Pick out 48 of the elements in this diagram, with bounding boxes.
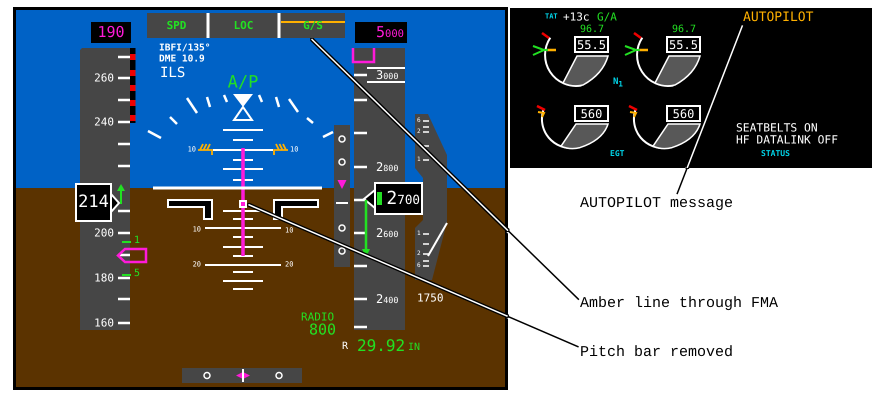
radio-altitude-value: 800 [309, 322, 336, 338]
altitude-scale-number: 2400 [376, 293, 398, 305]
gauge-label: N$_{1}$ [613, 78, 623, 88]
flight-display-panel [13, 7, 508, 390]
leader-line [676, 25, 744, 194]
radio-altitude-label: RADIO [301, 312, 334, 322]
selected-altitude-readout: 5000 [355, 22, 407, 43]
n1-target-value: 96.7 [580, 25, 604, 35]
n1-target-value: 96.7 [672, 25, 696, 35]
callout-text: Pitch bar removed [580, 344, 734, 360]
selected-speed-readout: 190 [91, 22, 131, 43]
altitude-scale-number: 2800 [376, 161, 398, 173]
approach-mode-text: ILS [160, 66, 186, 80]
engine-display-panel [510, 8, 872, 168]
speed-scale-number: 240 [94, 116, 114, 128]
speed-scale-number: 160 [94, 318, 114, 328]
leader-line [310, 38, 580, 300]
speed-scale-number: 200 [94, 228, 114, 238]
navaid-info-text: DME 10.9 [159, 54, 205, 64]
leader-line [248, 204, 579, 348]
status-message: SEATBELTS ON [736, 122, 818, 134]
altitude-scale-number: 3000 [376, 69, 398, 81]
egt-readout: 560 [666, 105, 701, 122]
altitude-scale-number: 2600 [376, 227, 398, 239]
thrust-mode-text: G/A [597, 12, 617, 22]
callout-text: Amber line through FMA [580, 296, 778, 310]
baro-setting-value: 29.92 [357, 338, 406, 354]
callout-text: AUTOPILOT message [580, 196, 734, 210]
n1-readout: 55.5 [666, 36, 701, 53]
page-label: STATUS [761, 150, 790, 158]
alert-message: AUTOPILOT [743, 11, 814, 24]
navaid-info-text: IBFI/135° [159, 43, 210, 53]
n1-readout: 55.5 [574, 36, 609, 53]
gauge-label: EGT [610, 150, 624, 158]
speed-scale-number: 260 [94, 72, 114, 84]
vertical-speed-value: 1750 [417, 292, 444, 304]
flap-speed-number: 5 [134, 269, 140, 279]
center-square-marker [239, 200, 247, 208]
flap-speed-number: 1 [134, 236, 140, 246]
airspeed-readout: 214 [75, 183, 112, 222]
baro-unit-label: IN [408, 343, 420, 353]
status-message: HF DATALINK OFF [736, 134, 838, 146]
temperature-value: +13c [563, 12, 590, 22]
speed-scale-number: 180 [94, 272, 114, 284]
altitude-readout: 2700 [374, 182, 423, 215]
baro-reference-letter: R [342, 342, 348, 352]
autopilot-mode-text: A/P [228, 74, 258, 92]
egt-readout: 560 [574, 105, 609, 122]
